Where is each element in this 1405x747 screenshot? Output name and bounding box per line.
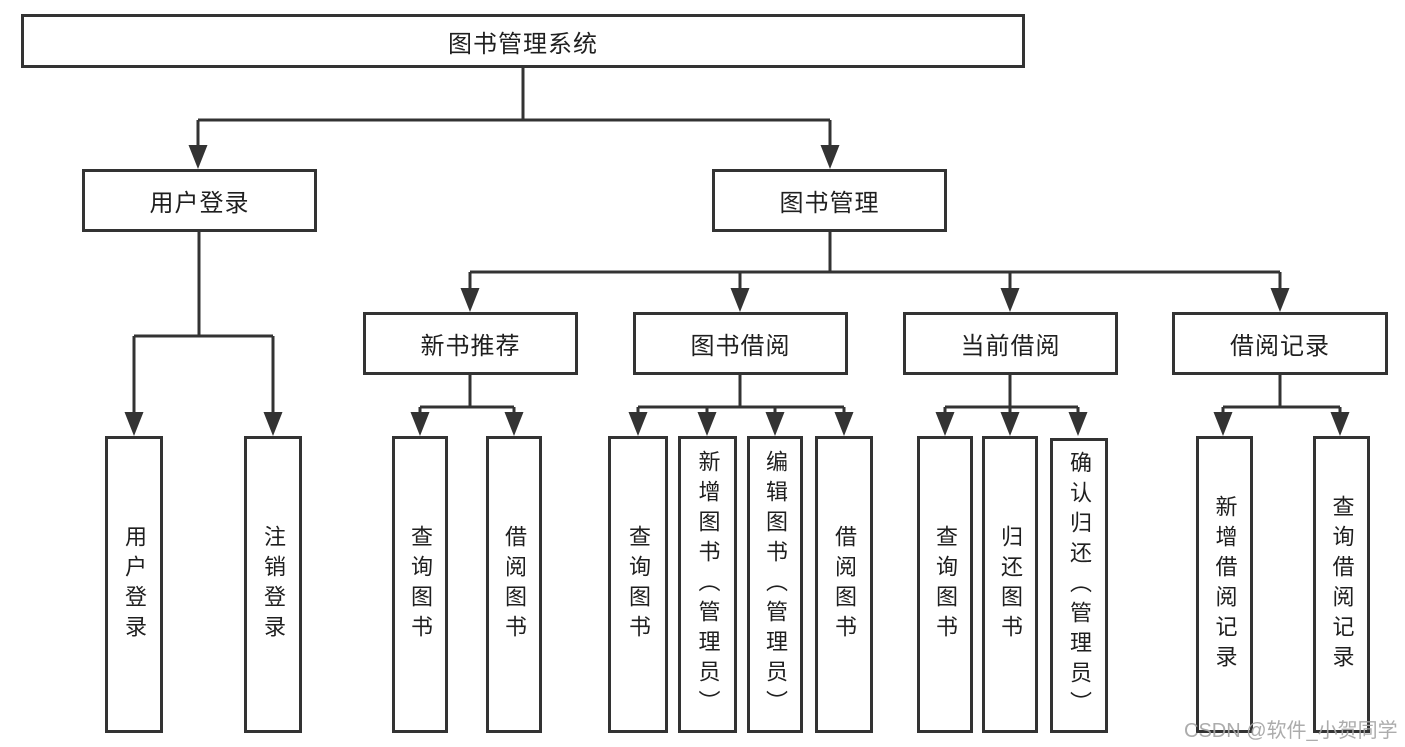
node-label: 查询图书: [408, 524, 433, 645]
node-label: 用户登录: [149, 190, 250, 217]
leaf-query-borrow-record: 查询借阅记录: [1313, 436, 1370, 733]
watermark-text: CSDN @软件_小贺同学: [1184, 720, 1398, 742]
arrowhead-icon: [935, 412, 1088, 436]
node-label: 归还图书: [998, 524, 1023, 645]
connector-line: [636, 375, 846, 414]
node-label: 图书管理系统: [448, 30, 598, 58]
edge-current-borrowing-to-leaves: [935, 375, 1088, 436]
arrowhead-icon: [628, 412, 854, 436]
node-label: 借阅记录: [1230, 333, 1330, 360]
node-label: 用户登录: [122, 524, 147, 645]
node-label: 查询借阅记录: [1329, 494, 1355, 675]
edge-new-book-recommend-to-leaves: [410, 375, 524, 436]
edge-borrowing-records-to-leaves: [1213, 375, 1350, 436]
leaf-return-books: 归还图书: [982, 436, 1038, 733]
edge-book-management-to-level3: [460, 232, 1290, 312]
connector-line: [943, 375, 1080, 414]
edge-user-login-to-leaves: [124, 232, 283, 436]
node-label: 当前借阅: [960, 333, 1061, 360]
arrowhead-icon: [410, 412, 524, 436]
arrowhead-icon: [124, 412, 283, 436]
arrowhead-icon: [1213, 412, 1350, 436]
node-label: 借阅图书: [502, 524, 527, 645]
node-current-borrowing: 当前借阅: [903, 312, 1118, 375]
connector-line: [132, 232, 275, 414]
leaf-borrow-books-borrowing: 借阅图书: [815, 436, 873, 733]
leaf-add-borrow-record: 新增借阅记录: [1196, 436, 1253, 733]
connector-line: [1221, 375, 1342, 414]
connector-line: [418, 375, 516, 414]
node-user-login: 用户登录: [82, 169, 317, 232]
node-label: 借阅图书: [832, 524, 857, 645]
arrowhead-icon: [460, 288, 1290, 312]
leaf-query-books-borrowing: 查询图书: [608, 436, 668, 733]
node-label: 查询图书: [933, 524, 958, 645]
node-label: 图书借阅: [690, 333, 791, 360]
node-label: 图书管理: [779, 190, 880, 217]
leaf-borrow-books-recommend: 借阅图书: [486, 436, 542, 733]
node-label: 新书推荐: [420, 333, 521, 360]
node-label: 注销登录: [261, 524, 286, 645]
node-label: 查询图书: [626, 524, 651, 645]
edge-book-borrowing-to-leaves: [628, 375, 854, 436]
leaf-logout-login: 注销登录: [244, 436, 302, 733]
leaf-user-login: 用户登录: [105, 436, 163, 733]
node-label: 确认归还（管理员）: [1067, 450, 1092, 721]
leaf-confirm-return-admin: 确认归还（管理员）: [1050, 438, 1108, 733]
edge-root-to-level2: [188, 68, 840, 169]
node-label: 编辑图书（管理员）: [763, 449, 788, 720]
node-book-borrowing: 图书借阅: [633, 312, 848, 375]
node-new-book-recommend: 新书推荐: [363, 312, 578, 375]
connector-line: [196, 68, 832, 148]
node-borrowing-records: 借阅记录: [1172, 312, 1388, 375]
leaf-add-book-admin: 新增图书（管理员）: [678, 436, 737, 733]
node-root: 图书管理系统: [21, 14, 1025, 68]
arrowhead-icon: [188, 145, 840, 169]
node-label: 新增图书（管理员）: [695, 449, 721, 720]
node-book-management: 图书管理: [712, 169, 947, 232]
leaf-query-books-current: 查询图书: [917, 436, 973, 733]
node-label: 新增借阅记录: [1212, 494, 1238, 675]
leaf-query-books-recommend: 查询图书: [392, 436, 448, 733]
leaf-edit-book-admin: 编辑图书（管理员）: [747, 436, 803, 733]
connector-line: [468, 232, 1282, 290]
